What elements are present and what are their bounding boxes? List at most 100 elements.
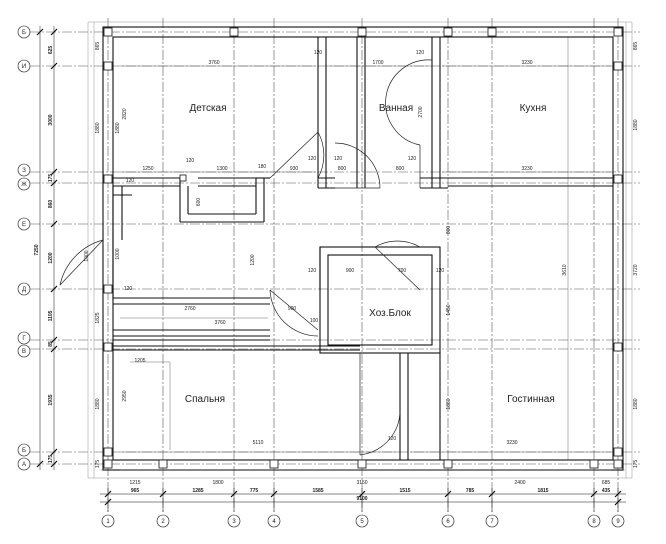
- dim-label: 3760: [208, 60, 219, 66]
- axis-label: 9: [616, 519, 620, 525]
- dim-label: 800: [396, 166, 405, 172]
- axis-bubble-labels-bottom: 1 2 3 4 5 6 7 8 9: [106, 519, 620, 525]
- dim-label-vertical: 2950: [122, 390, 128, 401]
- dim-bottom-4: 1585: [312, 488, 323, 494]
- dim-label: 1205: [134, 358, 145, 364]
- axis-label: Г: [22, 336, 26, 342]
- dim-label: 120: [314, 50, 323, 56]
- dim-label: 180: [258, 164, 267, 170]
- dim-label: 5110: [253, 440, 264, 446]
- dim-label: 930: [290, 166, 299, 172]
- dim-label-vertical: 1880: [633, 119, 639, 130]
- dim-label-vertical: 1880: [115, 122, 121, 133]
- dim-label: 120: [126, 178, 135, 184]
- columns: [103, 27, 623, 469]
- dim-left-3: 175: [48, 174, 54, 183]
- dim-left-total: 7250: [34, 244, 40, 255]
- inner-dim-lines: [120, 37, 611, 471]
- dim-label: 3760: [214, 320, 225, 326]
- dim-label: 900: [288, 306, 297, 312]
- room-label-spalnya: Спальня: [185, 394, 225, 405]
- dim-label: 120: [436, 268, 445, 274]
- axis-label: Д: [22, 287, 26, 293]
- dim-label-vertical: 1880: [446, 398, 452, 409]
- dim-label: 120: [124, 286, 133, 292]
- dim-label-vertical: 800: [446, 226, 452, 235]
- dim-bottom-5: 1515: [399, 488, 410, 494]
- dim-label-vertical: 600: [196, 198, 202, 207]
- room-label-kukhnya: Кухня: [520, 103, 547, 114]
- dim-bottom-1: 965: [131, 488, 140, 494]
- dim-label: 2760: [184, 306, 195, 312]
- dim-label: 1700: [372, 60, 383, 66]
- axis-label: 5: [360, 519, 364, 525]
- dim-label-vertical: 1000: [84, 250, 90, 261]
- dim-label: 120: [388, 436, 397, 442]
- axis-label: В: [22, 349, 26, 355]
- dim-left-9: 175: [48, 455, 54, 464]
- dim-label-vertical: 175: [95, 460, 101, 469]
- dim-label-vertical: 3720: [633, 264, 639, 275]
- dim-bottom-8: 435: [602, 488, 611, 494]
- dim-label: 800: [338, 166, 347, 172]
- left-dimension-labels: 625 3000 175 860 1200 1105 85 1935 175 7…: [34, 46, 54, 464]
- dim-label: 3230: [506, 440, 517, 446]
- axis-label: И: [22, 64, 26, 70]
- axis-label: 8: [592, 519, 596, 525]
- dim-bottom-mid-2: 1800: [212, 480, 223, 486]
- axis-bubbles-left: [17, 25, 31, 471]
- room-label-khozblok: Хоз.Блок: [369, 308, 411, 319]
- dim-bottom-6: 785: [466, 488, 475, 494]
- dim-label: 900: [346, 268, 355, 274]
- axis-label: 7: [490, 519, 494, 525]
- dim-label: 120: [186, 158, 195, 164]
- dim-left-4: 860: [48, 200, 54, 209]
- dim-label-vertical: 1825: [95, 312, 101, 323]
- dim-label: 100: [310, 318, 319, 324]
- dim-label-vertical: 1000: [115, 248, 121, 259]
- dim-bottom-3: 775: [250, 488, 259, 494]
- dim-label-vertical: 1880: [633, 398, 639, 409]
- axis-label: 4: [272, 519, 276, 525]
- grid-lines: [30, 18, 640, 512]
- dim-label: 1300: [216, 166, 227, 172]
- axis-label: А: [22, 462, 26, 468]
- dim-label-vertical: 1450: [446, 304, 452, 315]
- dim-label-vertical: 2820: [122, 108, 128, 119]
- dim-bottom-mid-3: 3150: [356, 480, 367, 486]
- dim-label-vertical: 3610: [562, 264, 568, 275]
- axis-label: Б: [22, 448, 26, 454]
- dim-label: 120: [308, 268, 317, 274]
- dim-left-7: 85: [48, 341, 54, 347]
- dim-label-vertical: 865: [95, 42, 101, 51]
- axis-label: 2: [161, 519, 165, 525]
- dim-left-6: 1105: [48, 310, 54, 321]
- dim-label: 3230: [521, 60, 532, 66]
- dim-left-2: 3000: [48, 114, 54, 125]
- doors: [59, 59, 433, 456]
- dim-bottom-mid-4: 2400: [514, 480, 525, 486]
- dim-label: 700: [398, 268, 407, 274]
- dim-left-8: 1935: [48, 394, 54, 405]
- dim-label: 120: [416, 50, 425, 56]
- axis-label: Е: [22, 222, 26, 228]
- axis-label: 6: [446, 519, 450, 525]
- axis-label: Б: [22, 30, 26, 36]
- dim-bottom-mid-5: 685: [602, 480, 611, 486]
- room-label-vannaya: Ванная: [379, 103, 413, 114]
- axis-label: 3: [232, 519, 236, 525]
- axis-bubbles-bottom: [101, 514, 625, 528]
- axis-label: 1: [106, 519, 110, 525]
- dim-label: 120: [334, 156, 343, 162]
- inner-dimensions: 3760 1700 3230 1250 1300 930 800 800 323…: [84, 42, 639, 469]
- dim-left-1: 625: [48, 46, 54, 55]
- bottom-dimension-chain: [100, 488, 626, 512]
- dim-label-vertical: 1200: [250, 254, 256, 265]
- dim-bottom-total: 9100: [356, 496, 367, 502]
- dim-label-vertical: 2700: [418, 106, 424, 117]
- dim-label: 1250: [142, 166, 153, 172]
- dim-label-vertical: 865: [633, 42, 639, 51]
- dim-label-vertical: 1880: [95, 122, 101, 133]
- dim-bottom-7: 1815: [537, 488, 548, 494]
- dim-bottom-mid-1: 1215: [129, 480, 140, 486]
